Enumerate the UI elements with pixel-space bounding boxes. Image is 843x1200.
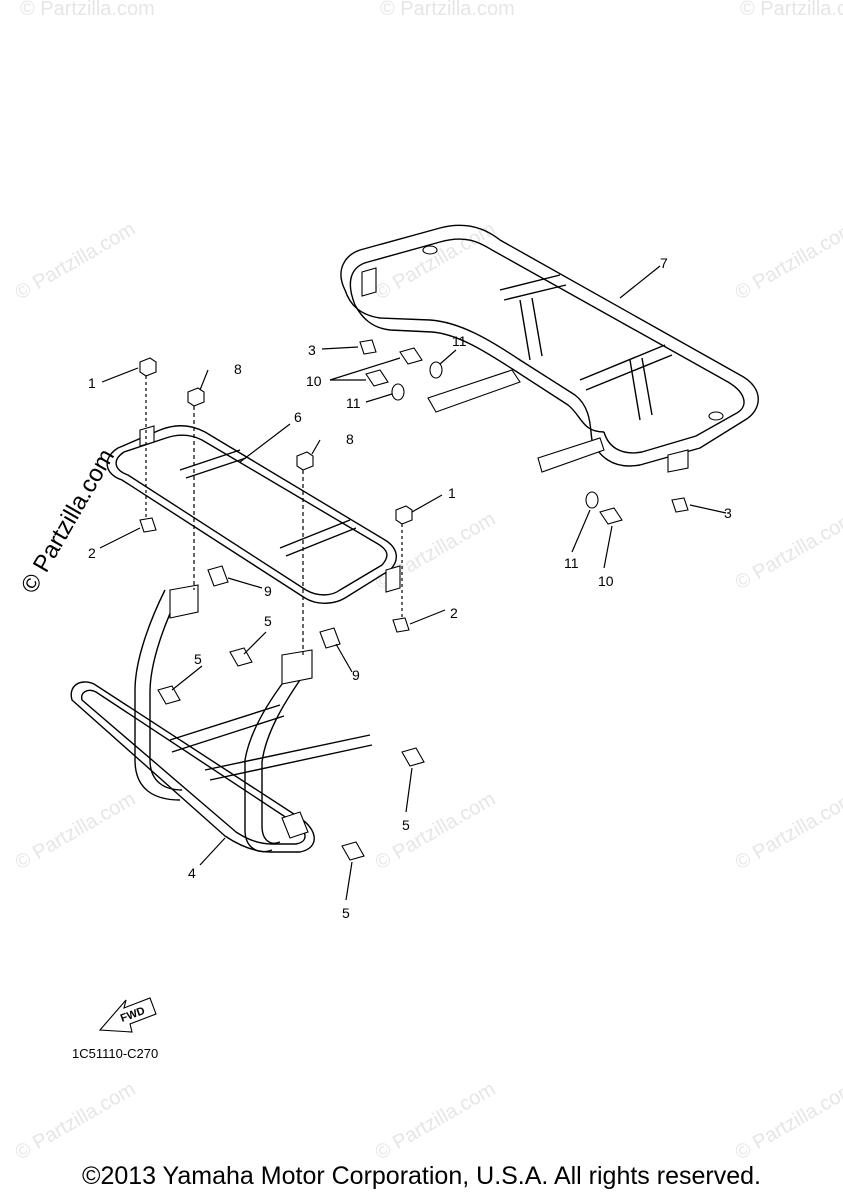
callout-2: 2 — [88, 545, 96, 561]
watermark: © Partzilla.com — [12, 1078, 140, 1164]
callout-1: 1 — [448, 485, 456, 501]
watermarks: © Partzilla.com © Partzilla.com © Partzi… — [12, 0, 843, 1164]
watermark: © Partzilla.com — [20, 0, 155, 20]
callout-10: 10 — [306, 373, 322, 389]
front-carrier-drawing — [106, 425, 401, 604]
callout-9: 9 — [352, 667, 360, 683]
callout-5: 5 — [264, 613, 272, 629]
callout-8: 8 — [346, 431, 354, 447]
callout-4: 4 — [188, 865, 196, 881]
watermark-large: © Partzilla.com — [16, 444, 120, 598]
fasteners — [139, 339, 689, 861]
callout-11: 11 — [564, 555, 579, 571]
front-guard-drawing — [70, 584, 373, 853]
watermark: © Partzilla.com — [12, 788, 140, 874]
watermark: © Partzilla.com — [372, 788, 500, 874]
callout-5: 5 — [342, 905, 350, 921]
rear-carrier-drawing — [340, 224, 759, 473]
watermark: © Partzilla.com — [740, 0, 843, 20]
callout-2: 2 — [450, 605, 458, 621]
callout-3: 3 — [724, 505, 732, 521]
callout-8: 8 — [234, 361, 242, 377]
watermark: © Partzilla.com — [12, 218, 140, 304]
callout-11: 11 — [346, 395, 361, 411]
watermark: © Partzilla.com — [372, 218, 500, 304]
callout-5: 5 — [402, 817, 410, 833]
callout-11: 11 — [452, 333, 467, 349]
callout-10: 10 — [598, 573, 614, 589]
callout-3: 3 — [308, 342, 316, 358]
watermark: © Partzilla.com — [732, 788, 843, 874]
callout-7: 7 — [660, 255, 668, 271]
copyright-notice: ©2013 Yamaha Motor Corporation, U.S.A. A… — [82, 1162, 761, 1190]
watermark: © Partzilla.com — [372, 1078, 500, 1164]
diagram-code: 1C51110-C270 — [72, 1046, 158, 1061]
watermark: © Partzilla.com — [732, 218, 843, 304]
callout-6: 6 — [294, 409, 302, 425]
fwd-arrow: FWD — [98, 997, 157, 1033]
callouts: 1 1 2 2 3 3 4 5 5 5 5 6 7 8 8 9 9 10 10 … — [88, 255, 732, 921]
watermark: © Partzilla.com — [732, 1078, 843, 1164]
leader-lines — [99, 265, 727, 901]
callout-5: 5 — [194, 651, 202, 667]
watermark: © Partzilla.com — [380, 0, 515, 20]
callout-9: 9 — [264, 583, 272, 599]
callout-1: 1 — [88, 375, 96, 391]
watermark: © Partzilla.com — [732, 508, 843, 594]
